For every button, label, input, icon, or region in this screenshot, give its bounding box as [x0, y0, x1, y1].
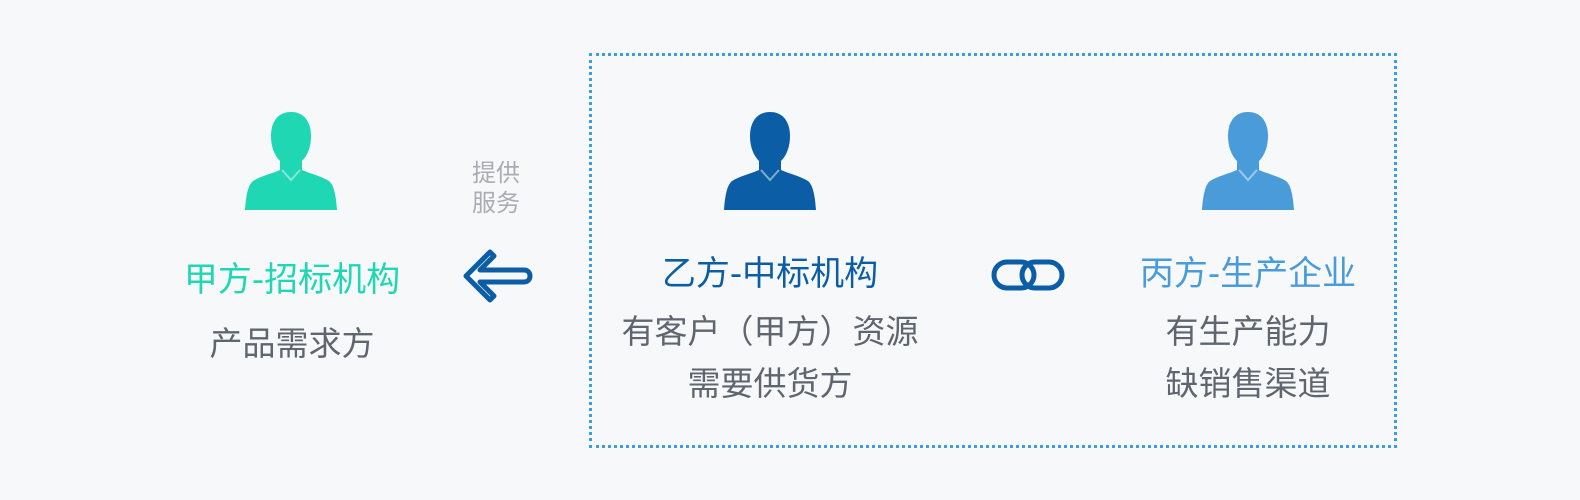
party-b-description-line-2: 需要供货方 — [687, 364, 853, 403]
service-label-line-1: 提供 — [472, 159, 520, 187]
party-b-description-line-1: 有客户（甲方）资源 — [621, 312, 919, 351]
service-label-line-2: 服务 — [472, 189, 520, 217]
party-c-title: 丙方-生产企业 — [1139, 254, 1357, 294]
chain-link-icon — [991, 259, 1065, 291]
partnership-group-border — [589, 53, 1397, 448]
party-a-description: 产品需求方 — [209, 324, 375, 363]
party-c-person-icon — [1202, 112, 1294, 210]
party-a-title: 甲方-招标机构 — [183, 260, 401, 300]
party-a-person-icon — [245, 112, 337, 210]
service-label: 提供 服务 — [460, 158, 532, 218]
party-c-description-line-2: 缺销售渠道 — [1165, 364, 1331, 403]
party-c-description-line-1: 有生产能力 — [1165, 312, 1331, 351]
arrow-left-icon — [463, 249, 533, 303]
party-b-title: 乙方-中标机构 — [661, 254, 879, 294]
party-b-person-icon — [724, 112, 816, 210]
